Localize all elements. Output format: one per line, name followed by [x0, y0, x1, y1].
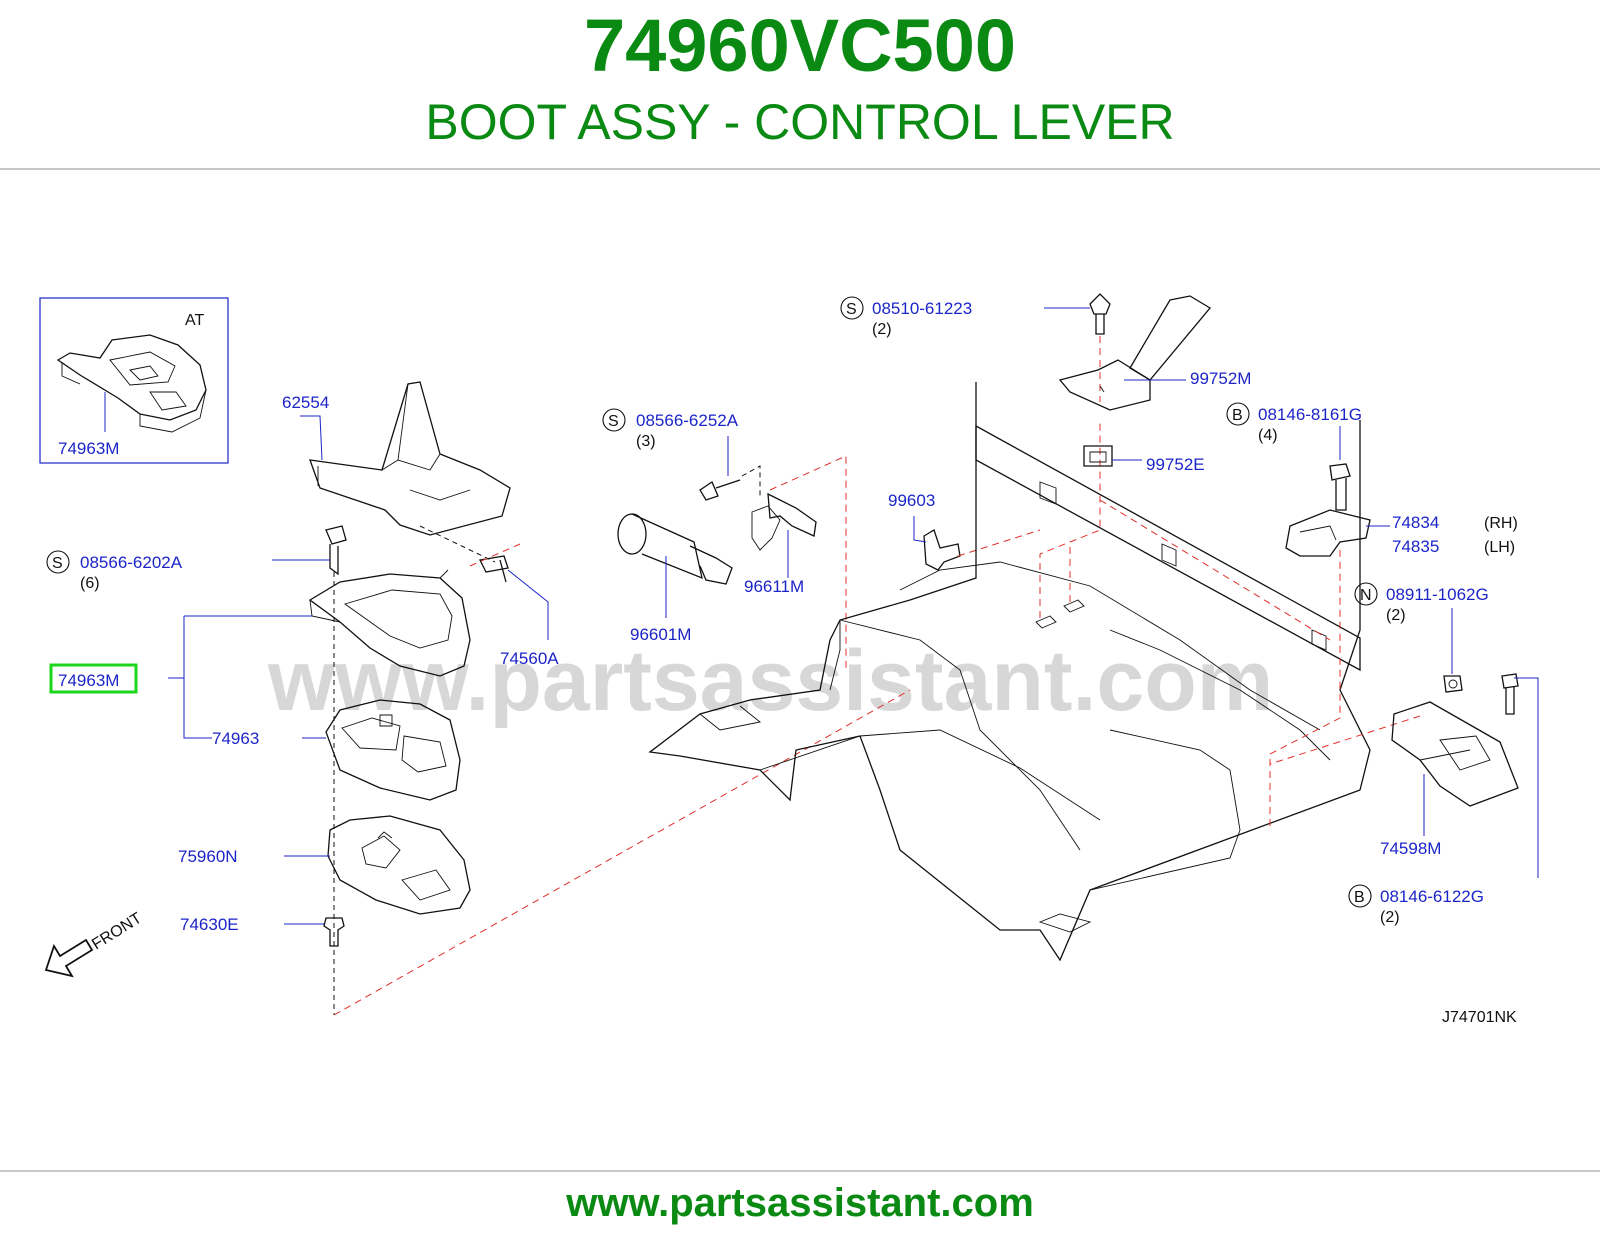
part-mark-08566-6202A: S	[52, 555, 63, 572]
part-label-75960N[interactable]: 75960N	[178, 847, 238, 866]
part-mark-08146-6122G: B	[1354, 889, 1365, 906]
cover-74963M-drawing	[308, 569, 471, 677]
part-number-title: 74960VC500	[583, 4, 1017, 87]
footer-divider	[0, 1170, 1600, 1172]
part-qty-08146-6122G: (2)	[1380, 909, 1400, 926]
header-divider	[0, 168, 1600, 170]
part-label-08510-61223[interactable]: 08510-61223	[872, 299, 972, 318]
part-side-74835: (LH)	[1484, 539, 1515, 556]
bolt-08146-6122G-drawing	[1501, 673, 1519, 715]
part-mark-08911-1062G: N	[1360, 587, 1372, 604]
inset-variant-label: AT	[185, 312, 204, 329]
screw-mark-circle-2	[602, 408, 626, 432]
part-label-99603[interactable]: 99603	[888, 491, 935, 510]
inset-part-label-74963M[interactable]: 74963M	[58, 439, 119, 458]
screw-74560A-drawing	[479, 555, 509, 583]
screw-08510-61223-drawing	[1089, 293, 1111, 335]
part-label-96601M[interactable]: 96601M	[630, 625, 691, 644]
part-label-74598M[interactable]: 74598M	[1380, 839, 1441, 858]
part-label-74560A[interactable]: 74560A	[500, 649, 559, 668]
highlight-box-74963M	[49, 663, 138, 694]
bracket-74598M-drawing	[1391, 701, 1519, 807]
nut-99752E-drawing	[1083, 445, 1113, 467]
part-qty-08566-6252A: (3)	[636, 433, 656, 450]
inset-boot-cover-drawing	[56, 334, 207, 433]
bolt-08146-8161G-drawing	[1329, 463, 1351, 511]
screw-mark-circle	[46, 550, 70, 574]
part-label-74630E[interactable]: 74630E	[180, 915, 239, 934]
part-label-99752M[interactable]: 99752M	[1190, 369, 1251, 388]
nut-mark-circle	[1354, 582, 1378, 606]
screw-08566-6202A-drawing	[325, 525, 347, 576]
screw-08566-6252A-drawing	[699, 479, 741, 501]
floor-panel-drawing	[648, 382, 1371, 962]
front-arrow-icon	[44, 938, 94, 978]
bolt-mark-circle	[1226, 402, 1250, 426]
part-label-62554[interactable]: 62554	[282, 393, 329, 412]
part-74963-drawing	[325, 699, 461, 801]
part-label-08566-6252A[interactable]: 08566-6252A	[636, 411, 739, 430]
part-qty-08911-1062G: (2)	[1386, 607, 1406, 624]
part-qty-08146-8161G: (4)	[1258, 427, 1278, 444]
part-qty-08566-6202A: (6)	[80, 575, 100, 592]
parts-diagram: www.partsassistant.com AT 74963M 62554 7…	[39, 293, 1539, 1026]
bracket-96611M-drawing	[751, 492, 817, 551]
footer-url[interactable]: www.partsassistant.com	[566, 1181, 1034, 1225]
part-label-74835[interactable]: 74835	[1392, 537, 1439, 556]
inset-frame	[39, 297, 229, 464]
part-mark-08146-8161G: B	[1232, 407, 1243, 424]
front-direction-label: FRONT	[89, 910, 145, 954]
screw-mark-circle-3	[840, 296, 864, 320]
part-label-74834[interactable]: 74834	[1392, 513, 1439, 532]
part-label-99752E[interactable]: 99752E	[1146, 455, 1205, 474]
cylinder-96601M-drawing	[617, 513, 733, 585]
bolt-mark-circle-2	[1348, 884, 1372, 908]
bracket-74834-drawing	[1285, 509, 1371, 557]
drawing-code: J74701NK	[1442, 1009, 1517, 1026]
part-label-08146-8161G[interactable]: 08146-8161G	[1258, 405, 1362, 424]
strap-99752M-drawing	[1058, 295, 1211, 411]
part-mark-08566-6252A: S	[608, 413, 619, 430]
part-75960N-drawing	[327, 815, 471, 915]
part-side-74834: (RH)	[1484, 515, 1518, 532]
boot-62554-drawing	[309, 381, 511, 536]
part-label-08146-6122G[interactable]: 08146-6122G	[1380, 887, 1484, 906]
watermark: www.partsassistant.com	[267, 633, 1273, 729]
part-mark-08510-61223: S	[846, 301, 857, 318]
part-name-subtitle: BOOT ASSY - CONTROL LEVER	[425, 94, 1175, 150]
part-label-96611M[interactable]: 96611M	[744, 577, 804, 596]
part-label-74963M[interactable]: 74963M	[58, 671, 119, 690]
clip-99603-drawing	[923, 529, 961, 571]
part-label-08911-1062G[interactable]: 08911-1062G	[1386, 585, 1489, 604]
part-label-08566-6202A[interactable]: 08566-6202A	[80, 553, 183, 572]
clip-74630E-drawing	[323, 917, 345, 947]
nut-08911-1062G-drawing	[1443, 675, 1463, 693]
part-qty-08510-61223: (2)	[872, 321, 892, 338]
part-label-74963[interactable]: 74963	[212, 729, 259, 748]
